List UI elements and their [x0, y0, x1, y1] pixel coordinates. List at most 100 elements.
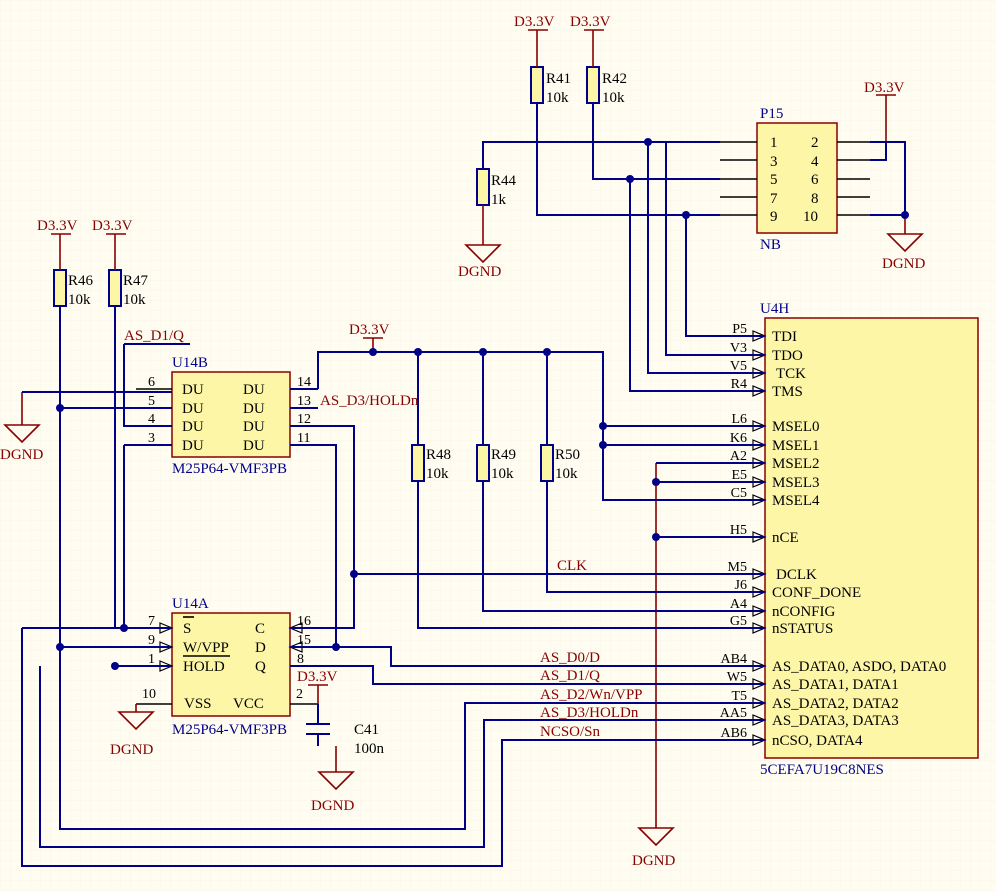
- u14a-pin-number: 9: [148, 633, 155, 648]
- junctions: [56, 138, 909, 670]
- u4h-pin-number: L6: [731, 412, 747, 427]
- p15-pin-2: 2: [811, 135, 819, 151]
- u14a-pin-number: 16: [297, 614, 311, 629]
- u14a-vcc-label: VCC: [233, 696, 264, 712]
- power-symbols: D3.3V D3.3V D3.3V D3.3V D3.3V D3.3V D3.3…: [0, 14, 925, 869]
- u14b-designator: U14B: [172, 355, 208, 371]
- u14a-pin-number: 15: [297, 633, 311, 648]
- r44-value: 1k: [491, 192, 507, 208]
- ground-symbol-r44: [464, 244, 502, 264]
- u14a-designator: U14A: [172, 596, 209, 612]
- u14b-pin-label: DU: [243, 382, 265, 398]
- r47-designator: R47: [123, 273, 149, 289]
- u4h-pin-label: MSEL4: [772, 493, 820, 509]
- u14a-pin-number: 7: [148, 614, 155, 629]
- r42-value: 10k: [602, 90, 625, 106]
- connector-p15[interactable]: P15 NB 1 2 3 4 5 6 7 8 9 10: [720, 106, 870, 253]
- gnd-label-r44: DGND: [458, 264, 501, 280]
- ground-symbol-u14a: [117, 711, 155, 731]
- u14b-pin-number: 4: [148, 412, 155, 427]
- gnd-label-fpga: DGND: [632, 853, 675, 869]
- u14a-pin-label: Q: [255, 659, 266, 675]
- u14a-pin-label: W/VPP: [183, 640, 229, 656]
- net-label-clk: CLK: [557, 558, 587, 574]
- u4h-pin-label: MSEL1: [772, 438, 820, 454]
- u4h-part: 5CEFA7U19C8NES: [760, 762, 884, 778]
- power-label-r41: D3.3V: [514, 14, 555, 30]
- u4h-pin-number: P5: [732, 322, 747, 337]
- u14a-pin-label: D: [255, 640, 266, 656]
- u4h-pin-number: AB6: [721, 726, 747, 741]
- p15-pin-3: 3: [770, 154, 778, 170]
- u4h-pin-label: TCK: [776, 366, 806, 382]
- u4h-pin-number: V3: [730, 341, 747, 356]
- u14a-pin-2: 2: [296, 687, 303, 702]
- u4h-pin-label: DCLK: [776, 567, 817, 583]
- u4h-pin-number: E5: [731, 468, 747, 483]
- u4h-pin-label: TDO: [772, 348, 803, 364]
- u14a-pin-number: 8: [297, 652, 304, 667]
- u14a-pin-label: HOLD: [183, 659, 225, 675]
- r50-designator: R50: [555, 447, 580, 463]
- r41-value: 10k: [546, 90, 569, 106]
- power-label-c41: D3.3V: [297, 669, 338, 685]
- u4h-pin-label: nCE: [772, 530, 799, 546]
- power-label-r47: D3.3V: [92, 218, 133, 234]
- resistor-r42[interactable]: R42 10k: [586, 66, 627, 106]
- u4h-designator: U4H: [760, 301, 789, 317]
- u14b-pin-label: DU: [182, 401, 204, 417]
- u14a-part: M25P64-VMF3PB: [172, 722, 287, 738]
- u14b-part: M25P64-VMF3PB: [172, 461, 287, 477]
- u14b-pin-number: 3: [148, 431, 155, 446]
- r50-value: 10k: [555, 466, 578, 482]
- p15-pin-4: 4: [811, 154, 819, 170]
- u14b-pin-number: 6: [148, 375, 155, 390]
- u4h-pin-number: T5: [731, 689, 747, 704]
- u14a-pin-10: 10: [142, 687, 156, 702]
- u4h-pin-number: G5: [730, 614, 747, 629]
- c41-designator: C41: [354, 722, 379, 738]
- p15-pin-5: 5: [770, 172, 778, 188]
- resistor-r49[interactable]: R49 10k: [476, 444, 516, 482]
- u14b-pin-number: 14: [297, 375, 311, 390]
- u4h-pin-number: J6: [735, 578, 747, 593]
- r44-designator: R44: [491, 173, 517, 189]
- u14b-pin-label: DU: [243, 401, 265, 417]
- power-label-r42: D3.3V: [570, 14, 611, 30]
- p15-comment: NB: [760, 237, 781, 253]
- r46-designator: R46: [68, 273, 94, 289]
- u4h-pin-label: AS_DATA1, DATA1: [772, 677, 899, 693]
- u14b-pin-label: DU: [243, 438, 265, 454]
- p15-pin-8: 8: [811, 191, 819, 207]
- resistor-r41[interactable]: R41 10k: [530, 66, 571, 106]
- p15-pin-1: 1: [770, 135, 778, 151]
- u4h-pin-label: AS_DATA2, DATA2: [772, 696, 899, 712]
- p15-designator: P15: [760, 106, 783, 122]
- u14b-pin-label: DU: [243, 419, 265, 435]
- capacitor-c41[interactable]: C41 100n: [306, 704, 385, 757]
- p15-pin-9: 9: [770, 209, 778, 225]
- u4h-pin-number: M5: [728, 560, 747, 575]
- u14a-vss-label: VSS: [184, 696, 212, 712]
- r47-value: 10k: [123, 292, 146, 308]
- u4h-pin-number: W5: [727, 670, 747, 685]
- c41-value: 100n: [354, 741, 385, 757]
- net-label-as-d1-q-top: AS_D1/Q: [124, 328, 184, 344]
- u4h-pin-label: TDI: [772, 329, 797, 345]
- resistor-r46[interactable]: R46 10k: [53, 269, 94, 308]
- u14b-pin-number: 5: [148, 394, 155, 409]
- u4h-pin-number: AA5: [720, 706, 747, 721]
- u14b-pin-number: 11: [297, 431, 310, 446]
- r48-designator: R48: [426, 447, 451, 463]
- net-label-ncso: NCSO/Sn: [540, 724, 601, 740]
- net-labels: AS_D1/Q AS_D3/HOLDn CLK AS_D0/D AS_D1/Q …: [124, 328, 643, 740]
- u4h-pin-label: MSEL2: [772, 456, 820, 472]
- u4h-pin-number: A4: [730, 597, 747, 612]
- net-label-as-d3-holdn-top: AS_D3/HOLDn: [320, 393, 419, 409]
- gnd-label-p15: DGND: [882, 256, 925, 272]
- p15-pin-10: 10: [803, 209, 818, 225]
